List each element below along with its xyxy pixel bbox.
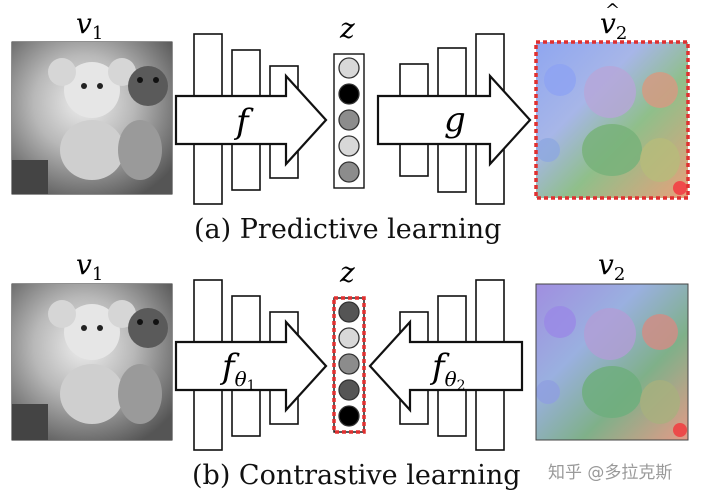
decoder-g-label: g [444,100,466,140]
latent-unit [338,379,360,401]
output-image-b [535,283,689,441]
panel-a: v1 f z [11,0,690,245]
latent-unit [338,109,360,131]
latent-unit [338,353,360,375]
latent-column-a [333,53,365,189]
latent-unit [338,83,360,105]
encoder-f1-arrow [174,319,328,413]
latent-unit [338,135,360,157]
latent-unit [338,327,360,349]
input-image-a [11,41,173,195]
svg-text:v2: v2 [600,7,627,44]
encoder-f2-arrow [368,319,524,413]
latent-unit [338,405,360,427]
decoder-g-arrow [376,73,532,167]
output-image-a [536,42,688,198]
caption-b: (b) Contrastive learning [192,460,521,491]
input-label-b: v1 [76,248,103,285]
encoder-f1-label: fθ1 [219,347,256,394]
svg-text:^: ^ [605,0,620,21]
panel-b: v1 fθ1 z [11,248,689,491]
latent-column-b [333,297,365,433]
watermark-text: 知乎 @多拉克斯 [548,463,672,483]
latent-unit [338,57,360,79]
latent-highlight-dashed [332,296,366,434]
latent-unit [338,161,360,183]
output-label-b: v2 [598,248,625,285]
caption-a: (a) Predictive learning [194,214,501,245]
latent-z-label-b: z [339,256,355,289]
input-label-a: v1 [76,7,103,44]
input-image-b [11,283,173,441]
latent-unit [338,301,360,323]
output-label-a: v2 ^ [600,0,627,44]
latent-z-label-a: z [339,12,355,45]
encoder-f-arrow [174,73,328,167]
